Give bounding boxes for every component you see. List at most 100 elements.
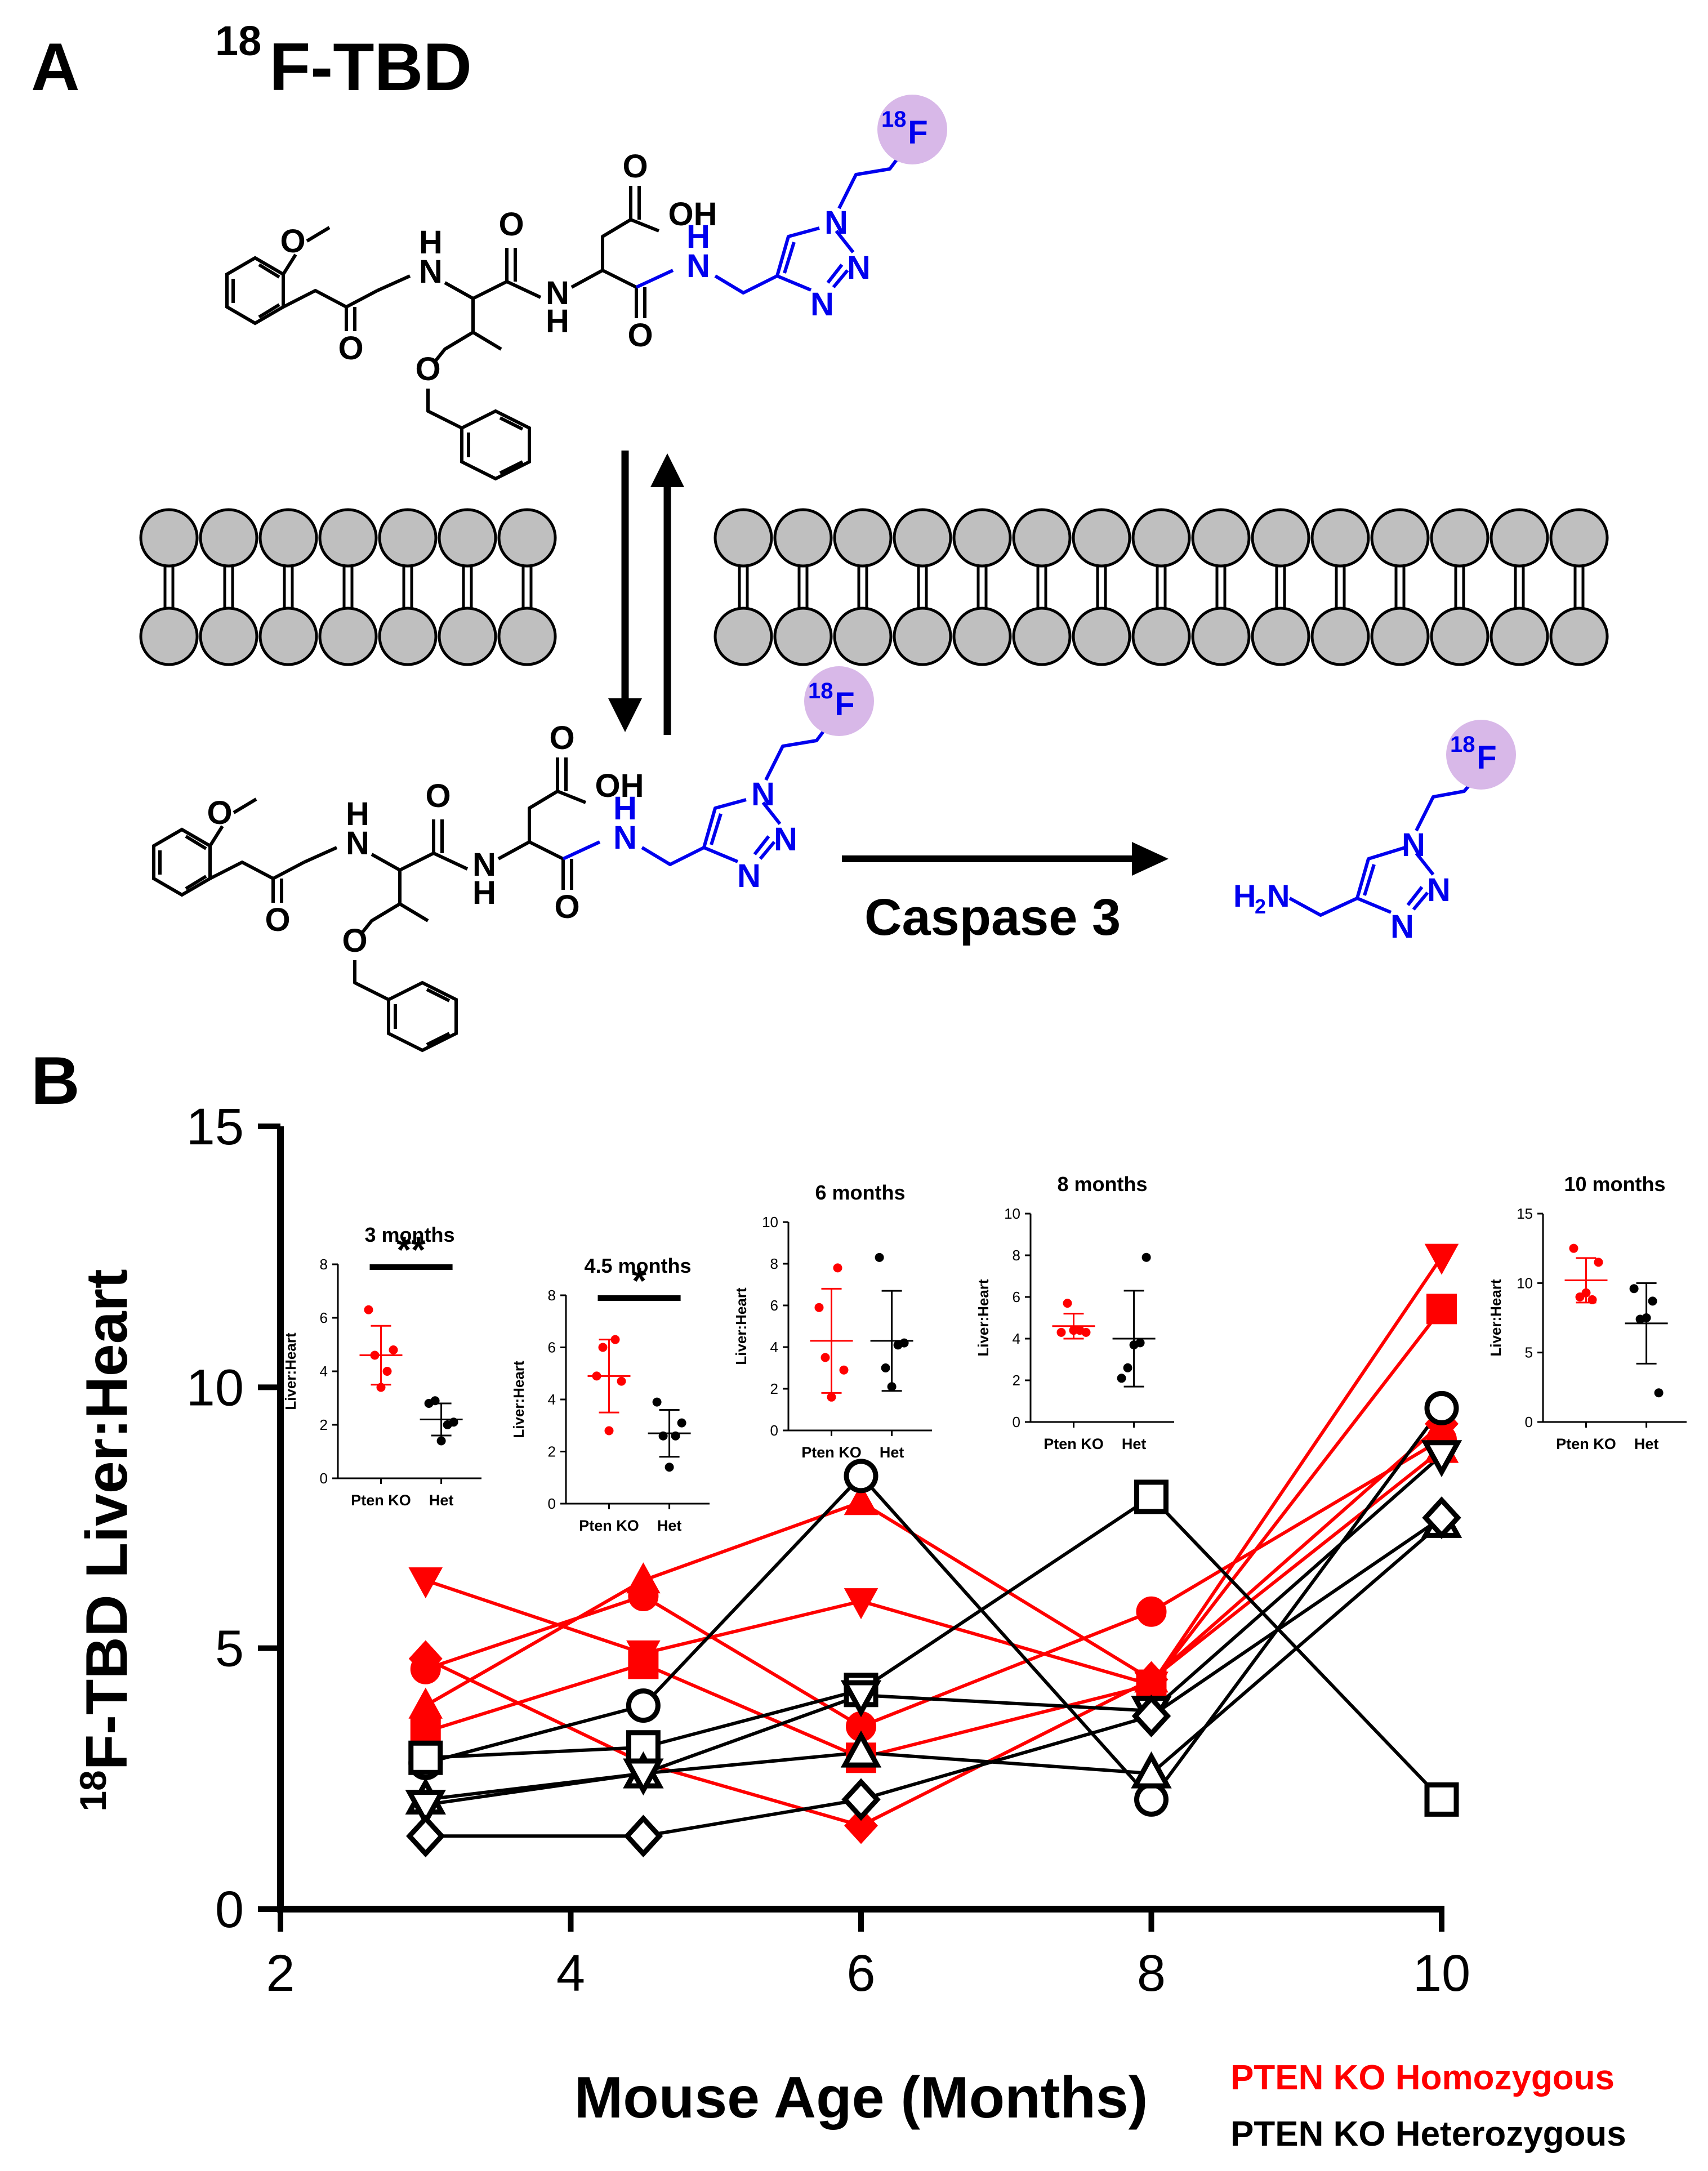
bond <box>1288 897 1358 917</box>
data-point-homozygous <box>844 1588 878 1620</box>
data-point-heterozygous <box>408 1740 443 1775</box>
inset-y-axis-title: Liver:Heart <box>733 1287 750 1365</box>
inset-y-tick-label: 8 <box>320 1256 328 1273</box>
series-line-heterozygous <box>425 1495 1443 1801</box>
triazole-bond <box>1356 897 1392 914</box>
data-point-heterozygous <box>1134 1479 1169 1514</box>
legend-homozygous: PTEN KO Homozygous <box>1230 2058 1615 2097</box>
inset-y-tick-label: 4 <box>770 1339 778 1356</box>
inset-x-tick-label: Het <box>657 1517 682 1534</box>
bond <box>371 852 435 872</box>
inset-data-point <box>389 1345 398 1354</box>
lipid-head-outer <box>1131 508 1191 568</box>
inset-y-tick-label: 10 <box>1517 1274 1533 1291</box>
inset-y-tick-label: 8 <box>770 1255 778 1272</box>
data-point-heterozygous <box>840 1680 882 1718</box>
bond <box>497 840 564 861</box>
ether-oxygen: O <box>415 351 440 387</box>
inset-data-point <box>370 1350 380 1360</box>
inset-data-point <box>839 1365 849 1375</box>
lipid-head-outer <box>438 508 497 568</box>
inset-y-tick-label: 6 <box>770 1297 778 1314</box>
inset-title: 3 months <box>364 1223 454 1246</box>
lipid-head-outer <box>139 508 199 568</box>
data-point-homozygous <box>844 1484 878 1515</box>
y-axis-title: 18F-TBD Liver:Heart <box>72 1269 140 1811</box>
inset-x-tick-label: Het <box>1634 1436 1659 1452</box>
bond <box>630 218 660 233</box>
inset-data-point <box>833 1263 842 1273</box>
inset-data-point <box>820 1353 830 1362</box>
isotope-label: 18 <box>808 679 833 703</box>
inset-data-point <box>604 1426 614 1436</box>
inset-data-point <box>1581 1288 1591 1298</box>
isotope-highlight <box>877 95 947 164</box>
triazole-nitrogen: N <box>1390 908 1414 945</box>
methoxy-methyl <box>306 226 331 243</box>
inset-y-tick-label: 8 <box>1013 1247 1020 1264</box>
phenyl-ring-methoxy <box>152 827 212 897</box>
inset-x-tick-label: Het <box>429 1492 454 1509</box>
data-point-homozygous <box>1136 1596 1167 1627</box>
triazole-bond <box>775 226 820 277</box>
bond <box>353 960 390 1001</box>
inset-y-axis-title: Liver:Heart <box>510 1361 527 1438</box>
inset-y-tick-label: 4 <box>1013 1330 1020 1347</box>
inset-data-point <box>1654 1388 1664 1398</box>
triazole-nitrogen: N <box>824 204 848 241</box>
lipid-head-outer <box>258 508 318 568</box>
data-point-heterozygous <box>840 1730 882 1768</box>
x-axis-title: Mouse Age (Months) <box>574 2065 1148 2130</box>
legend: PTEN KO Homozygous PTEN KO Heterozygous <box>1230 2058 1626 2154</box>
data-point-homozygous <box>408 1687 443 1719</box>
inset-y-tick-label: 8 <box>548 1287 556 1304</box>
benzyl-ring <box>460 409 531 481</box>
inset-y-tick-label: 5 <box>1525 1344 1533 1361</box>
enzyme-label: Caspase 3 <box>864 889 1121 946</box>
inset-x-tick-label: Het <box>1122 1436 1147 1452</box>
amide-nitrogen: N <box>419 253 443 290</box>
amide-hydrogen: H <box>472 875 496 911</box>
bond <box>209 861 305 880</box>
series-line-homozygous <box>425 1448 1443 1708</box>
triazole-nitrogen: N <box>774 821 797 858</box>
arrow-down-head <box>608 698 642 732</box>
data-point-homozygous <box>628 1648 659 1679</box>
inset-data-point <box>592 1371 601 1381</box>
lipid-head-outer <box>199 508 258 568</box>
lipid-head-outer <box>952 508 1012 568</box>
carbonyl-oxygen: O <box>627 317 653 354</box>
lipid-bilayer <box>139 508 1609 666</box>
inset-data-point <box>665 1463 674 1472</box>
lipid-head-inner <box>497 607 557 666</box>
amide-nitrogen: N <box>472 846 496 883</box>
lipid-head-inner <box>833 607 893 666</box>
y-tick-label: 0 <box>215 1881 244 1938</box>
bond <box>641 846 705 866</box>
lipid-head-inner <box>1251 607 1310 666</box>
linker-hydrogen: H <box>686 219 710 255</box>
acid-hydroxyl: OH <box>595 768 644 804</box>
data-point-heterozygous <box>626 1688 661 1723</box>
carbonyl-oxygen: O <box>265 902 290 938</box>
inset-data-point <box>881 1363 890 1372</box>
inset-data-point <box>1141 1252 1151 1262</box>
methoxy-methyl <box>233 797 257 814</box>
fluorine-atom: F <box>908 114 927 151</box>
inset-data-point <box>875 1252 884 1262</box>
acid-oxygen: O <box>549 720 574 756</box>
lipid-head-inner <box>1310 607 1370 666</box>
inset-data-point <box>617 1376 626 1386</box>
triazole-bond <box>776 274 812 292</box>
acid-oxygen: O <box>622 148 648 185</box>
amide-nitrogen: N <box>546 275 569 311</box>
inset-data-point <box>1648 1296 1657 1306</box>
x-tick-label: 8 <box>1137 1945 1166 2002</box>
lipid-head-outer <box>1012 508 1072 568</box>
data-point-heterozygous <box>1131 1751 1172 1789</box>
